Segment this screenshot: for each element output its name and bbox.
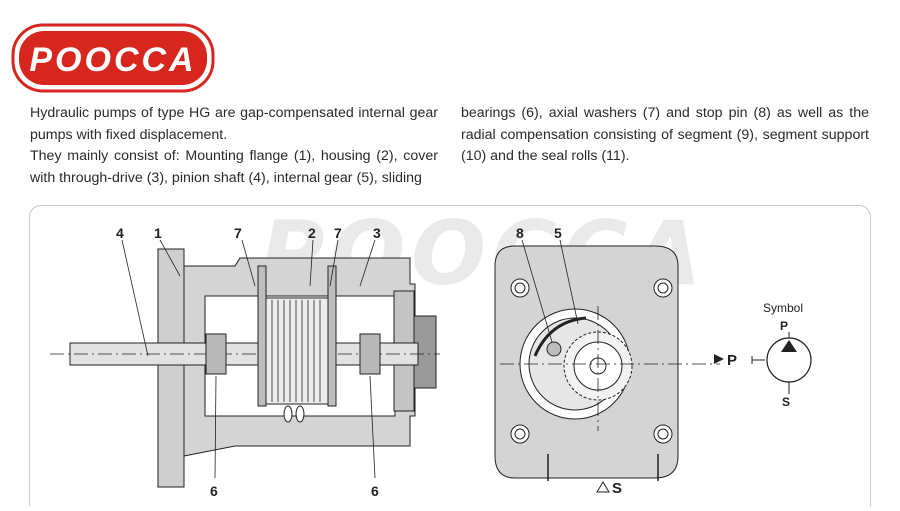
symbol-title: Symbol: [763, 301, 803, 315]
callout-cover: 3: [373, 225, 381, 241]
pressure-port-label: P: [727, 352, 737, 369]
description-paragraph: bearings (6), axial washers (7) and stop…: [461, 105, 869, 164]
symbol-suction-label: S: [782, 395, 790, 409]
callout-axial-washer: 7: [334, 225, 342, 241]
section-view: [50, 239, 440, 488]
pressure-port-arrow-icon: [714, 354, 724, 364]
callout-pinion-shaft: 4: [116, 225, 124, 241]
suction-port-triangle-icon: [596, 481, 610, 493]
description-paragraph: Hydraulic pumps of type HG are gap-compe…: [30, 105, 438, 143]
hydraulic-pump-symbol: Symbol P S: [751, 301, 812, 409]
description-left-column: Hydraulic pumps of type HG are gap-compe…: [30, 103, 438, 189]
poocca-logo: POOCCA: [11, 23, 215, 93]
callout-sliding-bearing: 6: [371, 483, 379, 499]
callout-mounting-flange: 1: [154, 225, 162, 241]
front-view: [494, 239, 720, 481]
description-right-column: bearings (6), axial washers (7) and stop…: [461, 103, 869, 168]
callout-axial-washer: 7: [234, 225, 242, 241]
callout-sliding-bearing: 6: [210, 483, 218, 499]
callout-internal-gear: 5: [554, 225, 562, 241]
callout-housing: 2: [308, 225, 316, 241]
callout-stop-pin: 8: [516, 225, 524, 241]
symbol-pressure-label: P: [780, 319, 788, 333]
description-paragraph: They mainly consist of: Mounting flange …: [30, 148, 438, 186]
logo-text: POOCCA: [29, 41, 196, 79]
pump-drawing: POOCCA: [50, 202, 812, 499]
pump-cross-section-figure: POOCCA: [29, 202, 871, 506]
suction-port-label: S: [612, 480, 622, 497]
